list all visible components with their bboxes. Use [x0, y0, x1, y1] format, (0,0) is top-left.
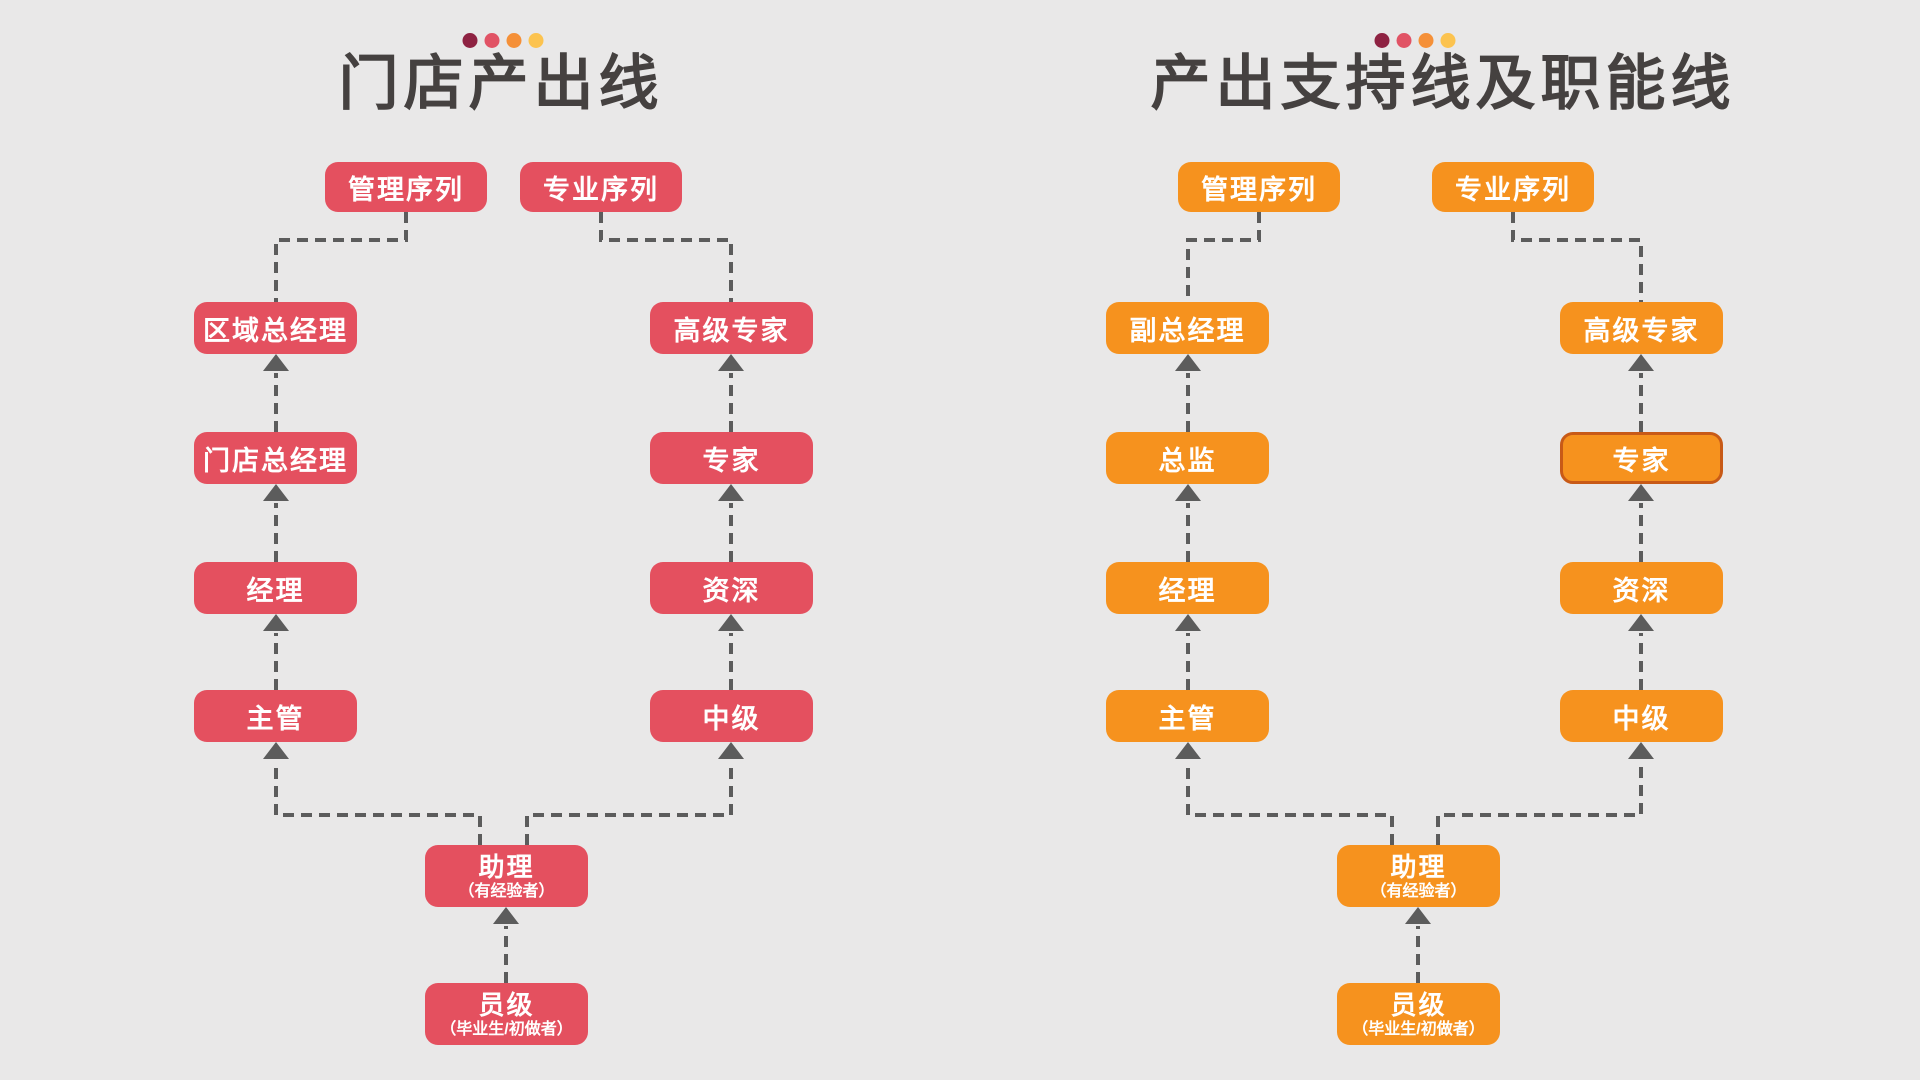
node-sublabel: （毕业生/初做者）	[1352, 1021, 1485, 1038]
node-intermediate: 中级	[650, 690, 813, 742]
dot-amber	[1440, 33, 1456, 48]
dot-red	[484, 33, 500, 48]
node-senior-expert: 高级专家	[650, 302, 813, 354]
node-label: 员级	[478, 990, 535, 1020]
dot-red	[1396, 33, 1412, 48]
node-director: 总监	[1106, 432, 1269, 484]
node-entry-level: 员级 （毕业生/初做者）	[425, 983, 588, 1045]
accent-dots	[462, 33, 544, 48]
node-senior: 资深	[650, 562, 813, 614]
node-assistant: 助理 （有经验者）	[425, 845, 588, 907]
header-management-sequence: 管理序列	[325, 162, 487, 212]
node-sublabel: （毕业生/初做者）	[440, 1021, 573, 1038]
node-senior-expert: 高级专家	[1560, 302, 1723, 354]
dot-orange	[506, 33, 522, 48]
node-entry-level: 员级 （毕业生/初做者）	[1337, 983, 1500, 1045]
node-supervisor: 主管	[1106, 690, 1269, 742]
node-regional-general-manager: 区域总经理	[194, 302, 357, 354]
node-assistant: 助理 （有经验者）	[1337, 845, 1500, 907]
dot-orange	[1418, 33, 1434, 48]
diagram-title: 门店产出线	[338, 50, 664, 117]
node-intermediate: 中级	[1560, 690, 1723, 742]
node-sublabel: （有经验者）	[1370, 883, 1467, 900]
header-professional-sequence: 专业序列	[1432, 162, 1594, 212]
node-supervisor: 主管	[194, 690, 357, 742]
dot-maroon	[462, 33, 478, 48]
header-professional-sequence: 专业序列	[520, 162, 682, 212]
node-manager: 经理	[1106, 562, 1269, 614]
header-management-sequence: 管理序列	[1178, 162, 1340, 212]
node-store-general-manager: 门店总经理	[194, 432, 357, 484]
node-senior: 资深	[1560, 562, 1723, 614]
node-manager: 经理	[194, 562, 357, 614]
node-expert: 专家	[650, 432, 813, 484]
dot-amber	[528, 33, 544, 48]
accent-dots	[1374, 33, 1456, 48]
diagram-title: 产出支持线及职能线	[1150, 50, 1736, 117]
dot-maroon	[1374, 33, 1390, 48]
node-deputy-general-manager: 副总经理	[1106, 302, 1269, 354]
node-label: 助理	[478, 852, 535, 882]
node-label: 助理	[1390, 852, 1447, 882]
node-expert: 专家	[1560, 432, 1723, 484]
node-label: 员级	[1390, 990, 1447, 1020]
node-sublabel: （有经验者）	[458, 883, 555, 900]
